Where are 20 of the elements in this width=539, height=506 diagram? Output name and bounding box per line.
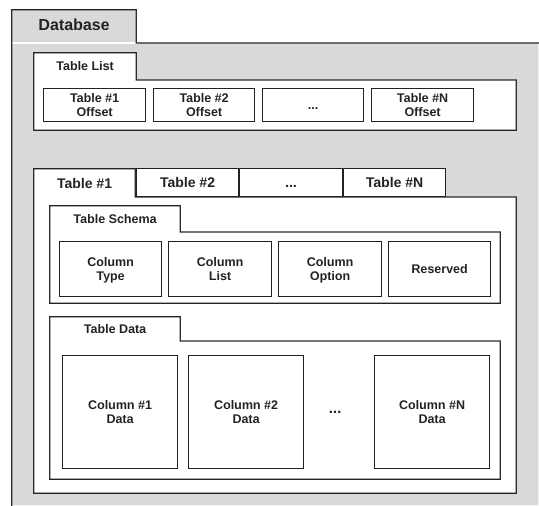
tab-label: Database — [38, 17, 110, 35]
box: ... — [262, 88, 364, 122]
box: ... — [239, 168, 343, 197]
box: Column #1 Data — [62, 355, 178, 469]
box: Table #2 Offset — [153, 88, 255, 122]
box: Column Option — [278, 241, 382, 297]
box: Column List — [168, 241, 272, 297]
tab-label: Table List — [56, 59, 114, 73]
tab-label: Table Data — [84, 322, 146, 336]
ellipsis-text: ... — [328, 400, 342, 419]
tab-label: Table #1 — [57, 174, 112, 190]
box: Column #N Data — [374, 355, 490, 469]
box: Column Type — [59, 241, 162, 297]
box: Table #1 Offset — [43, 88, 146, 122]
box: Reserved — [388, 241, 491, 297]
box: Column #2 Data — [188, 355, 304, 469]
box: Table #N Offset — [371, 88, 474, 122]
box: Table #2 — [136, 168, 239, 197]
tab-label: Table Schema — [73, 212, 157, 226]
box: Table #N — [343, 168, 446, 197]
